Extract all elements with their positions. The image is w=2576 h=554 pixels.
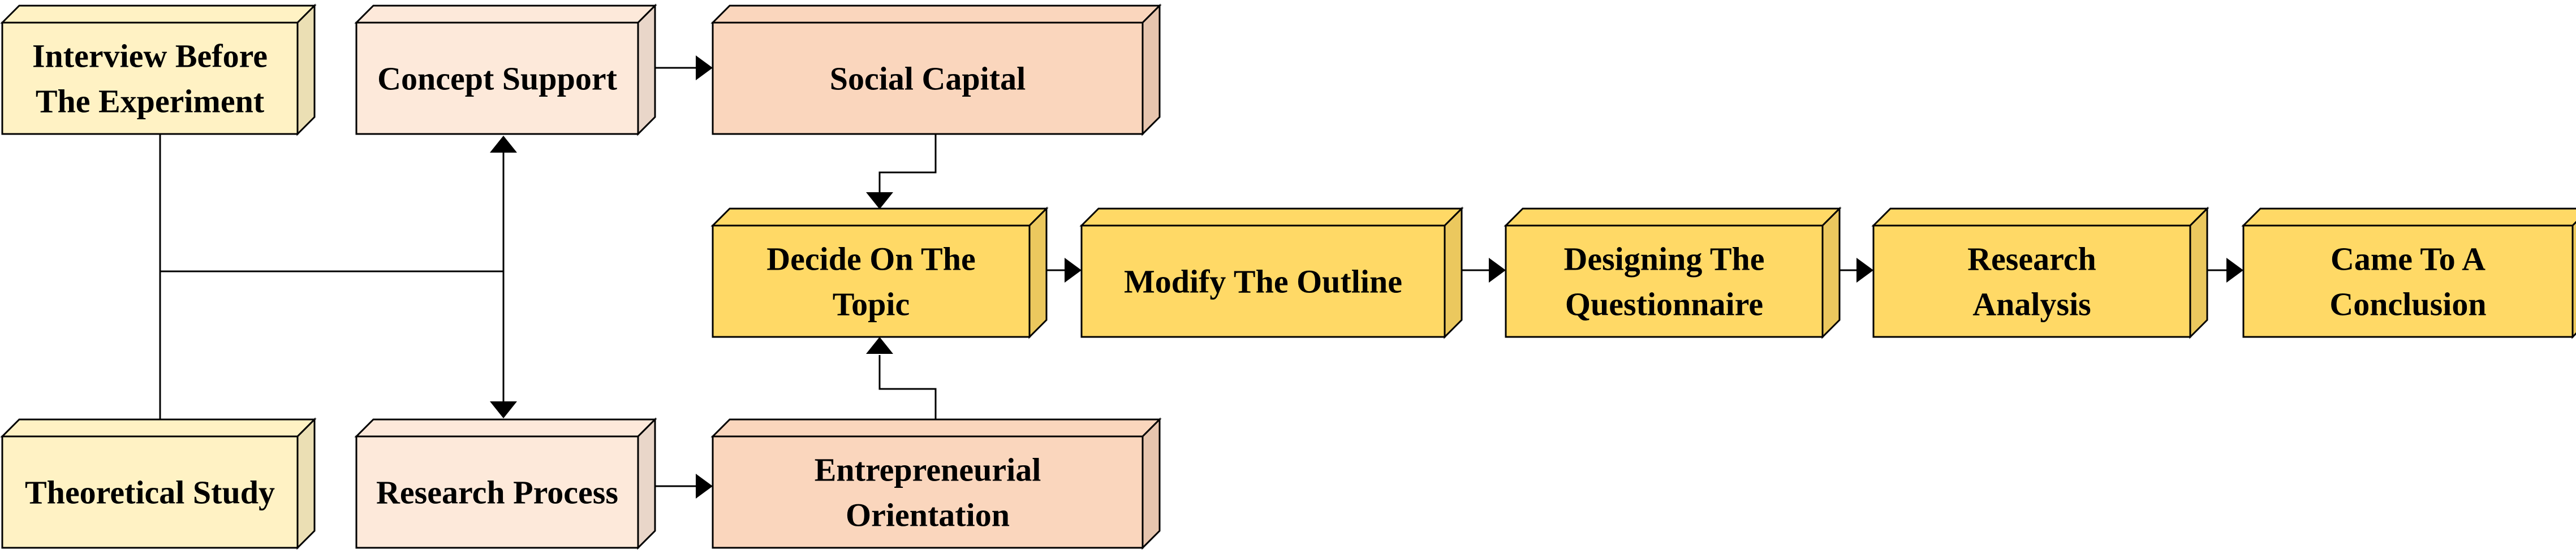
node-label-line: Analysis xyxy=(1972,286,2091,323)
box-front-face xyxy=(1505,224,1824,338)
node-theoretical: Theoretical Study xyxy=(0,417,317,550)
arrowhead-down xyxy=(866,192,893,209)
box-front-face xyxy=(712,224,1031,338)
arrowhead-right xyxy=(2226,258,2243,283)
box-top-face xyxy=(354,418,657,438)
box-top-face xyxy=(710,5,1162,24)
box-front-face xyxy=(1080,224,1446,338)
connector-line xyxy=(878,355,937,419)
box-top-face xyxy=(0,5,317,24)
node-label-line: Research xyxy=(1967,241,2096,278)
box-side-face xyxy=(1028,206,1048,339)
arrowhead-down xyxy=(490,401,517,418)
box-side-face xyxy=(1141,3,1161,136)
arrowhead-right xyxy=(1065,258,1082,283)
box-top-face xyxy=(0,418,317,438)
node-label-line: Conclusion xyxy=(2329,286,2486,323)
box-side-face xyxy=(1141,417,1161,550)
box-top-face xyxy=(1079,207,1464,227)
node-label-line: Orientation xyxy=(846,497,1010,534)
arrowhead-right xyxy=(1856,258,1873,283)
node-label-line: Topic xyxy=(833,286,910,323)
node-conclusion: Came To A Conclusion xyxy=(2241,207,2576,339)
node-label-line: Entrepreneurial xyxy=(815,452,1041,488)
connector-lines xyxy=(159,55,2243,499)
box-front-face xyxy=(1,435,299,549)
box-front-face xyxy=(712,435,1144,549)
node-label-line: Decide On The xyxy=(766,241,976,278)
node-research-process: Research Process xyxy=(354,417,657,550)
arrowhead-up xyxy=(866,337,893,354)
arrowhead-right xyxy=(696,55,713,80)
node-label-line: Concept Support xyxy=(377,60,617,97)
node-concept-support: Concept Support xyxy=(354,3,657,136)
box-side-face xyxy=(2189,206,2208,339)
box-top-face xyxy=(710,418,1162,438)
node-label-line: Social Capital xyxy=(830,60,1026,97)
arrowhead-right xyxy=(696,474,713,499)
node-social-capital: Social Capital xyxy=(710,3,1162,136)
box-top-face xyxy=(710,207,1049,227)
box-top-face xyxy=(354,5,657,24)
arrowhead-right xyxy=(1489,258,1506,283)
node-modify-outline: Modify The Outline xyxy=(1079,206,1464,339)
box-front-face xyxy=(355,21,639,135)
box-front-face xyxy=(355,435,639,549)
box-top-face xyxy=(1871,207,2209,227)
node-label-line: The Experiment xyxy=(36,83,265,120)
node-label-line: Questionnaire xyxy=(1565,286,1763,323)
node-label-line: Modify The Outline xyxy=(1124,263,1402,300)
box-front-face xyxy=(1,21,299,135)
node-label-line: Designing The xyxy=(1563,241,1764,278)
node-label-line: Interview Before xyxy=(32,38,268,75)
box-side-face xyxy=(296,417,316,550)
arrowhead-up xyxy=(490,136,517,153)
box-top-face xyxy=(2241,207,2576,227)
node-label-line: Came To A xyxy=(2331,241,2485,278)
box-side-face xyxy=(637,417,656,550)
node-label-line: Research Process xyxy=(376,474,618,511)
box-front-face xyxy=(1872,224,2191,338)
box-side-face xyxy=(1821,206,1841,339)
box-front-face xyxy=(2242,224,2574,338)
box-top-face xyxy=(1504,207,1842,227)
box-side-face xyxy=(637,3,656,136)
connector-line xyxy=(878,134,937,192)
box-side-face xyxy=(1444,206,1463,339)
node-label-line: Theoretical Study xyxy=(25,474,275,511)
box-front-face xyxy=(712,21,1144,135)
box-side-face xyxy=(296,3,316,136)
